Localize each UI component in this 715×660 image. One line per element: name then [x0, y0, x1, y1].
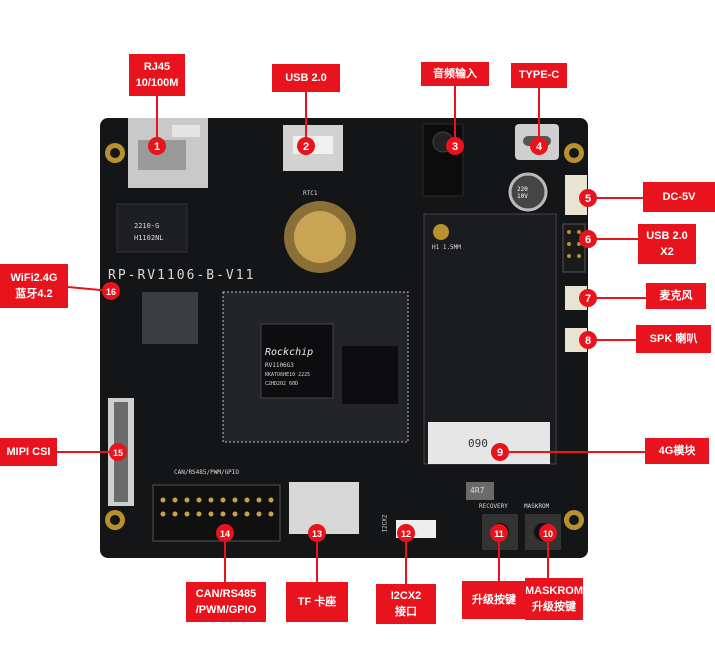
callout-number-13: 13 [312, 529, 322, 539]
minipcie-label: 090 [468, 437, 488, 450]
ethernet-transformer [116, 203, 188, 253]
callout-number-15: 15 [113, 448, 123, 458]
transformer-code2: H1102NL [134, 234, 164, 242]
battery-label: RTC1 [303, 190, 318, 197]
chip-code-label: RKATO6HE10 2225 [265, 372, 311, 378]
wifi-module [142, 292, 198, 344]
inductor [466, 482, 494, 500]
callout-label-15: MIPI CSI [0, 438, 57, 466]
callout-number-8: 8 [585, 335, 591, 347]
gpio-pin [268, 497, 274, 503]
capacitor-label: 220 10V [517, 186, 528, 200]
callout-label-5: DC-5V [643, 182, 715, 212]
callout-label-11: 升级按键 [462, 581, 526, 619]
callout-label-4: TYPE-C [511, 63, 567, 88]
gpio-pin [172, 511, 178, 517]
callout-number-2: 2 [303, 141, 309, 153]
recovery-silk: RECOVERY [479, 503, 508, 510]
gpio-pin [208, 497, 214, 503]
callout-label-3: 音频输入 [421, 62, 489, 86]
callout-label-7: 麦克风 [646, 283, 706, 309]
callout-number-3: 3 [452, 141, 458, 153]
gpio-pin [256, 497, 262, 503]
gpio-pin [184, 497, 190, 503]
callout-badge-10 [539, 524, 557, 542]
chip-brand-label: Rockchip [265, 347, 314, 358]
gpio-pin [256, 511, 262, 517]
callout-badge-9 [491, 443, 509, 461]
callout-badge-11 [490, 524, 508, 542]
callout-number-5: 5 [585, 193, 591, 205]
callout-label-2: USB 2.0 [272, 64, 340, 92]
gpio-header-silk: CAN/RS485/PWM/GPIO [174, 469, 240, 476]
callout-badge-15 [109, 443, 127, 461]
board-model-silk: RP-RV1106-B-V11 [108, 268, 256, 283]
hole-label: H1 1.5MM [432, 244, 461, 251]
gpio-pin [172, 497, 178, 503]
callout-number-9: 9 [497, 447, 503, 459]
callout-number-1: 1 [154, 141, 160, 153]
callout-label-9: 4G模块 [645, 438, 709, 464]
gpio-pin [196, 497, 202, 503]
gpio-pin [268, 511, 274, 517]
callout-badge-6 [579, 230, 597, 248]
chip-model-label: RV1106G3 [265, 362, 294, 369]
tf-card-slot [289, 482, 359, 534]
callout-badge-5 [579, 189, 597, 207]
gpio-pin [232, 497, 238, 503]
callout-badge-7 [579, 289, 597, 307]
callout-badge-8 [579, 331, 597, 349]
callout-badge-12 [397, 524, 415, 542]
rv1106-chip [260, 323, 334, 399]
i2c-silk: I2CX2 [381, 514, 389, 533]
gpio-pin [244, 497, 250, 503]
callout-number-14: 14 [220, 529, 230, 539]
gpio-pin [160, 497, 166, 503]
maskrom-silk: MASKROM [524, 503, 550, 510]
gpio-pin [220, 511, 226, 517]
transformer-code1: 2210-G [134, 222, 160, 230]
callout-number-4: 4 [536, 141, 543, 153]
callout-label-13: TF 卡座 [286, 582, 348, 622]
callout-badge-1 [148, 137, 166, 155]
capacitor [508, 172, 548, 212]
callout-number-7: 7 [585, 293, 591, 305]
callout-number-12: 12 [401, 529, 411, 539]
gpio-pin [244, 511, 250, 517]
dc-connector [565, 175, 587, 215]
gpio-pin [208, 511, 214, 517]
callout-badge-4 [530, 137, 548, 155]
ddr-chip [342, 346, 398, 404]
gpio-pin [196, 511, 202, 517]
callout-badge-16 [102, 282, 120, 300]
callout-badge-14 [216, 524, 234, 542]
callout-number-11: 11 [494, 529, 504, 539]
gpio-pin [220, 497, 226, 503]
callout-badge-13 [308, 524, 326, 542]
resistor-label: 4R7 [470, 486, 485, 495]
gpio-pin [184, 511, 190, 517]
callout-badge-3 [446, 137, 464, 155]
gpio-pin [160, 511, 166, 517]
callout-number-10: 10 [543, 529, 553, 539]
callout-number-16: 16 [106, 287, 116, 297]
chip-code2-label: C2HD202 60D [265, 381, 299, 387]
callout-number-6: 6 [585, 234, 591, 246]
callout-label-8: SPK 喇叭 [636, 325, 711, 353]
minipcie-connector [428, 422, 550, 464]
callout-label-14: CAN/RS485/PWM/GPIO [186, 582, 266, 622]
callout-badge-2 [297, 137, 315, 155]
gpio-pin [232, 511, 238, 517]
usb-header [562, 223, 586, 273]
